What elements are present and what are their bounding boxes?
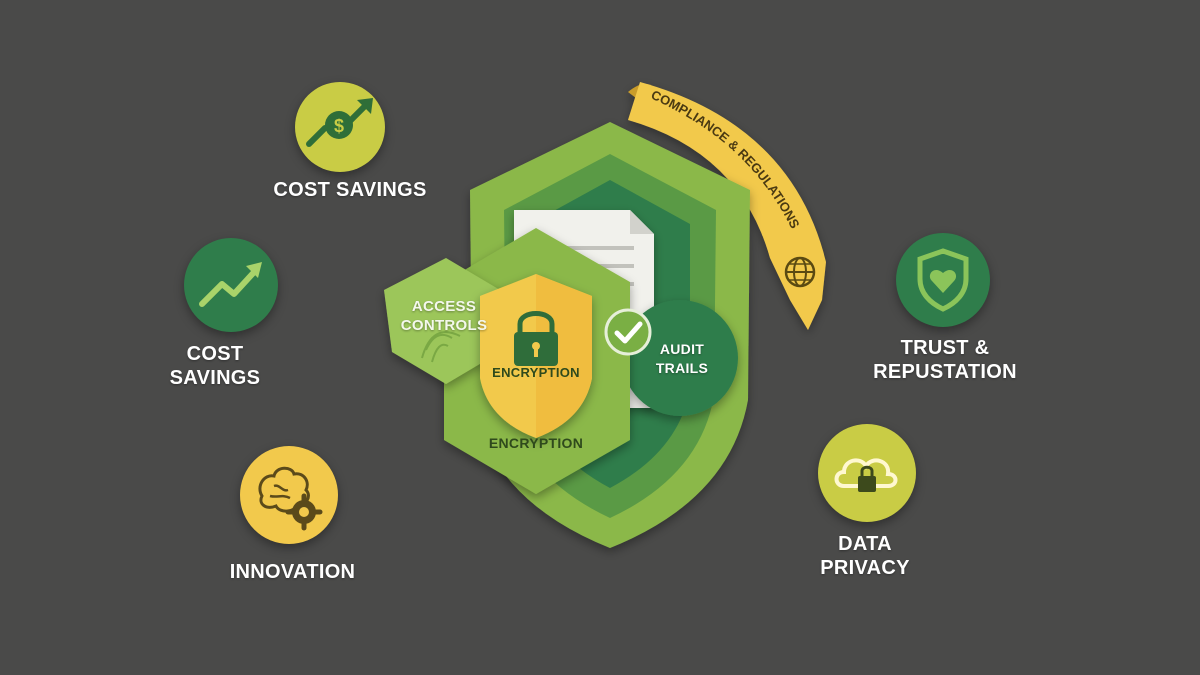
cost-savings-mid-icon-circle [184, 238, 278, 332]
access-controls-line2: CONTROLS [400, 317, 488, 334]
audit-trails-line1: AUDIT [659, 341, 705, 357]
privacy-line1: DATA [838, 533, 892, 555]
cost-savings-mid-line1: COST [186, 343, 244, 365]
shield-heart-icon [917, 248, 969, 312]
innovation-icon-circle [240, 446, 338, 544]
encryption-hexagon [444, 228, 630, 494]
cost-savings-top-icon-circle: $ [295, 82, 385, 172]
trust-line1: TRUST & [900, 337, 990, 359]
encryption-inner-label: ENCRYPTION [492, 365, 580, 380]
dollar-growth-icon: $ [306, 98, 373, 147]
cloud-lock-icon [834, 458, 898, 492]
encryption-outer-label: ENCRYPTION [488, 435, 584, 451]
fingerprint-icon [421, 331, 461, 363]
padlock-icon [514, 311, 558, 366]
audit-trails-label: AUDIT TRAILS [640, 340, 724, 378]
privacy-line2: PRIVACY [820, 557, 910, 579]
cost-savings-mid-line2: SAVINGS [169, 367, 261, 389]
trend-up-icon [199, 262, 262, 307]
trust-icon-circle [896, 233, 990, 327]
outer-shield [470, 122, 750, 548]
globe-icon [784, 256, 816, 288]
privacy-icon-circle [818, 424, 916, 522]
svg-text:$: $ [334, 116, 344, 136]
audit-trails-line2: TRAILS [655, 360, 709, 376]
trust-line2: REPUSTATION [873, 361, 1017, 383]
brain-gear-icon [258, 466, 323, 531]
compliance-banner-text: COMPLIANCE & REGULATIONS [649, 87, 803, 231]
access-controls-line1: ACCESS [411, 298, 477, 315]
innovation-label: INNOVATION [229, 561, 356, 583]
privacy-label: DATA PRIVACY [800, 532, 930, 580]
compliance-banner [628, 82, 826, 330]
trust-label: TRUST & REPUSTATION [860, 336, 1030, 384]
cost-savings-top-label: COST SAVINGS [273, 179, 427, 201]
middle-shield [504, 154, 716, 518]
access-controls-label: ACCESS CONTROLS [386, 297, 502, 335]
cost-savings-mid-label: COST SAVINGS [150, 342, 280, 390]
